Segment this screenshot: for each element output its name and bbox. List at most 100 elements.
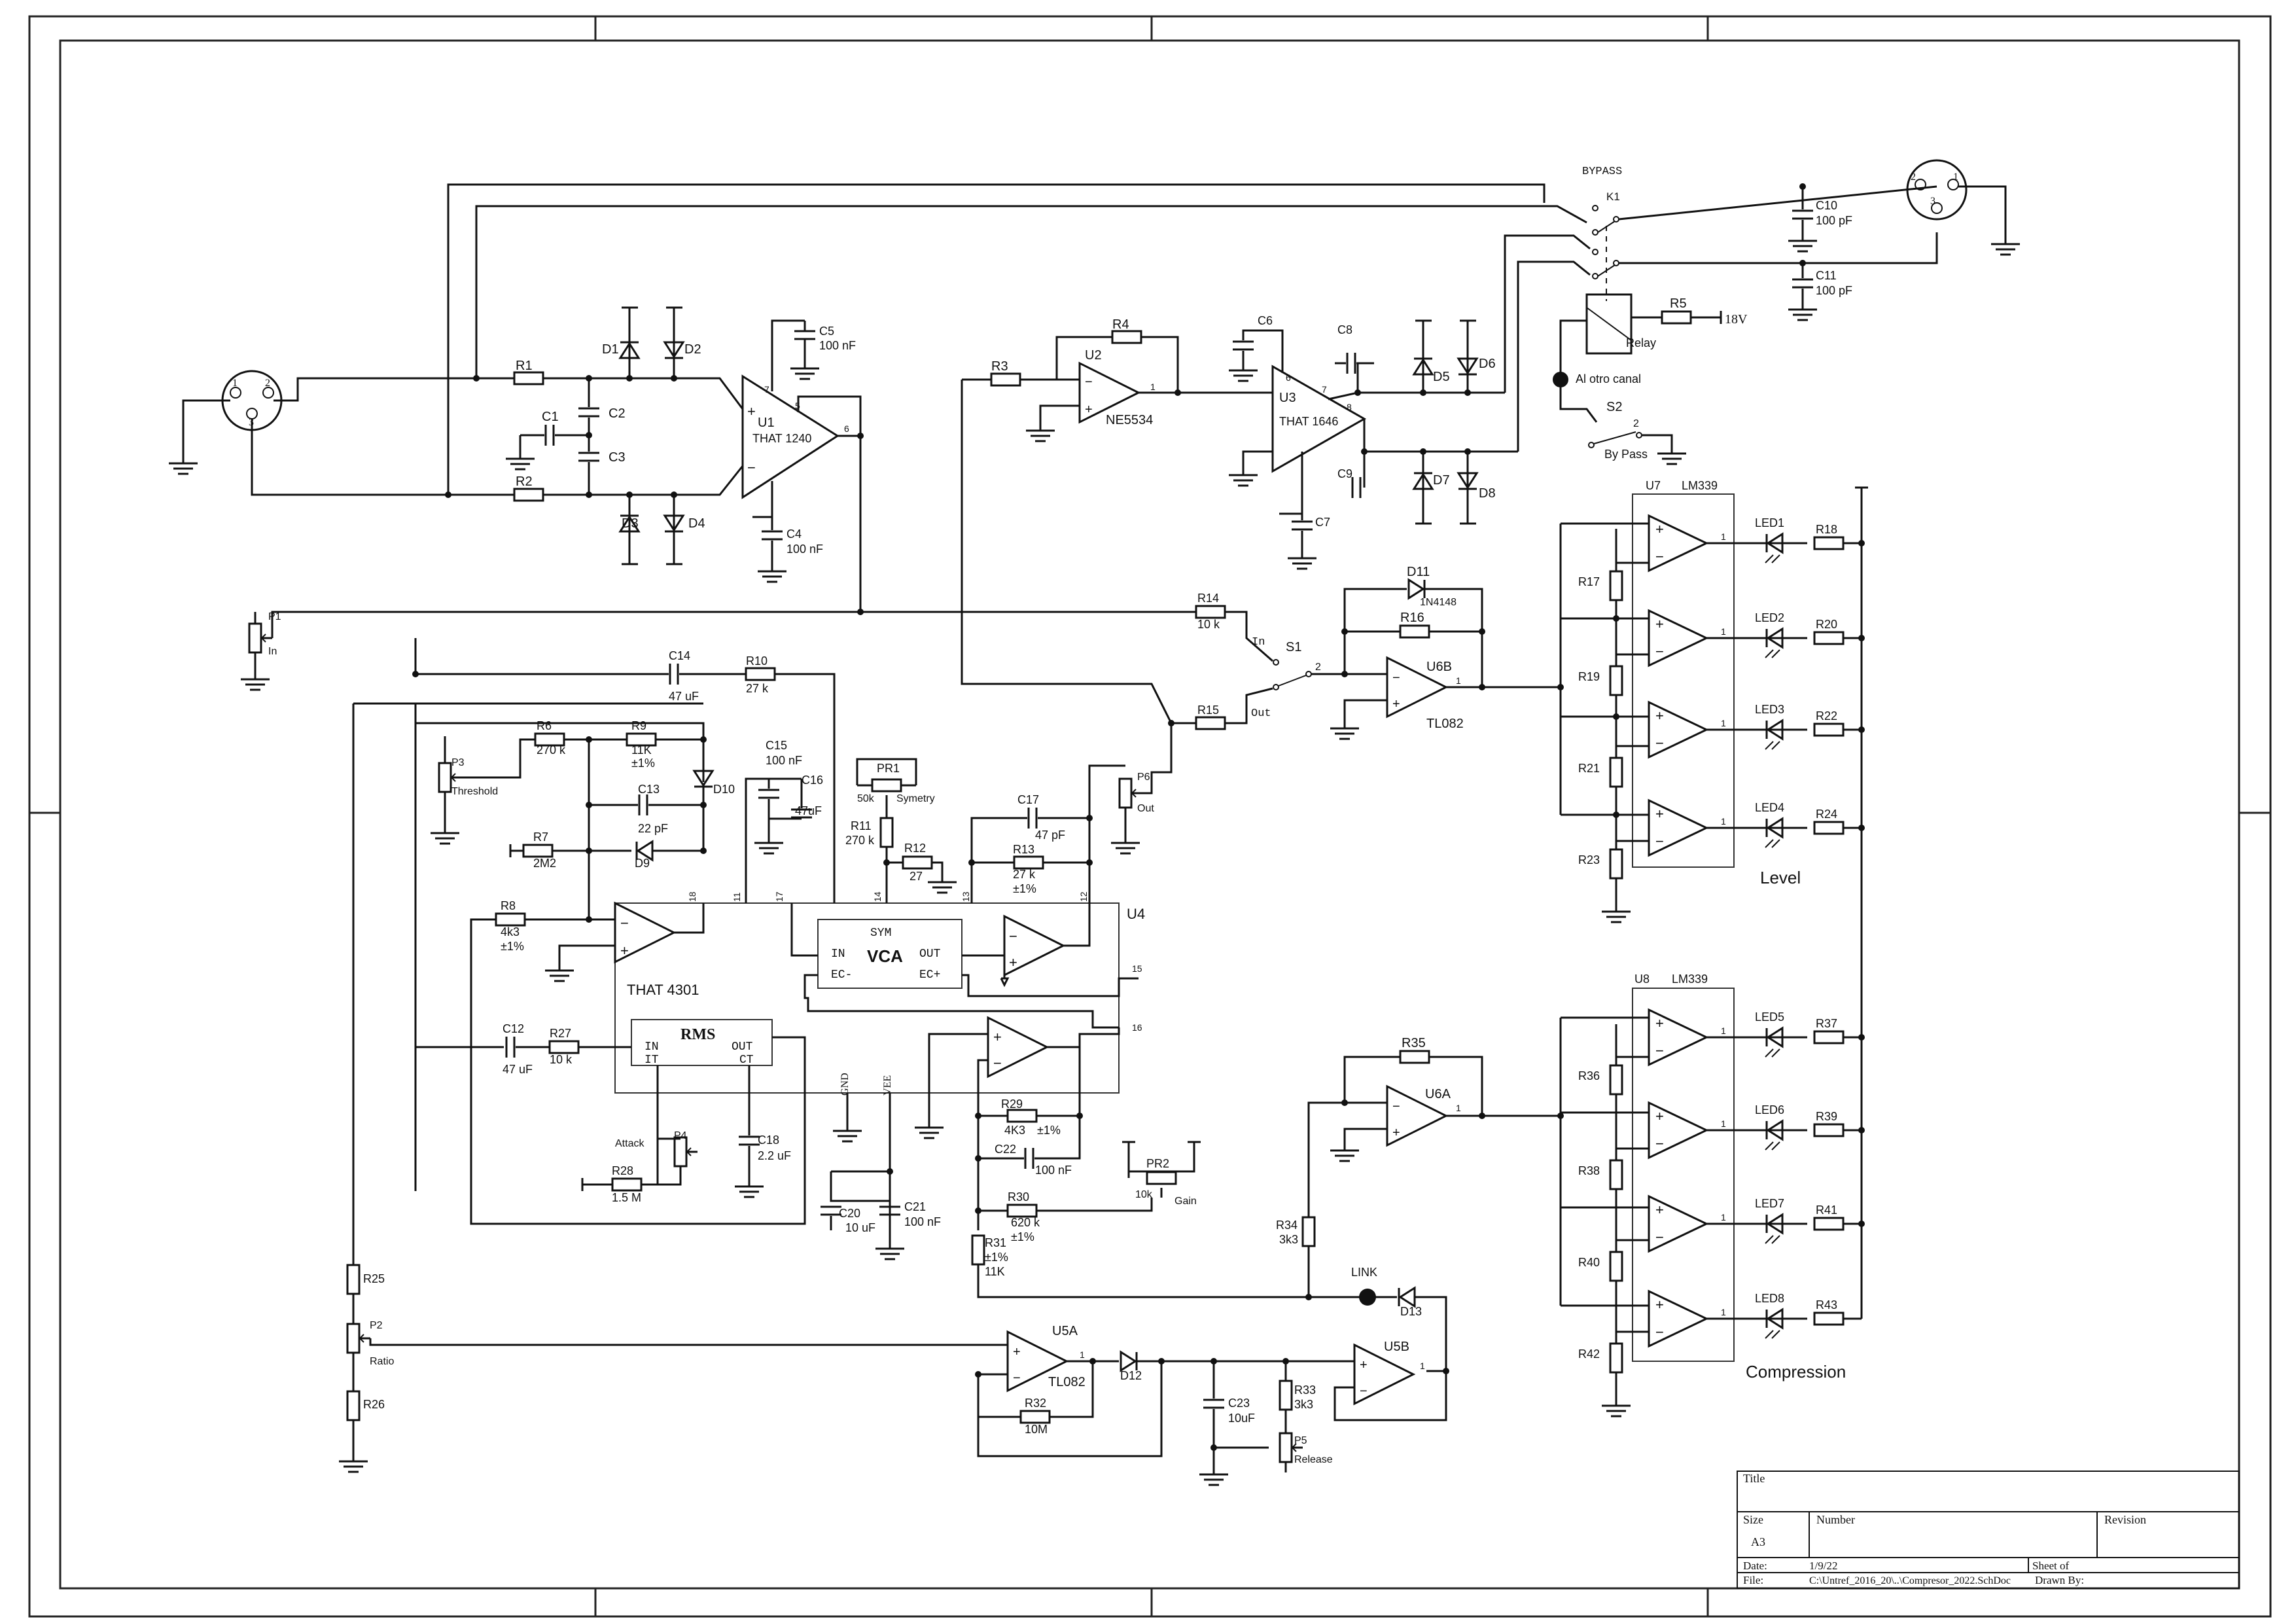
u4-pin15: 15 bbox=[1132, 963, 1142, 974]
r34-label: R34 bbox=[1276, 1219, 1298, 1232]
d8-label: D8 bbox=[1479, 486, 1496, 501]
led1-label: LED1 bbox=[1755, 516, 1784, 529]
c4-label: C4 bbox=[786, 527, 802, 541]
u4-pin14: 14 bbox=[872, 891, 883, 902]
rms-out: OUT bbox=[732, 1041, 753, 1054]
c8-label: C8 bbox=[1337, 323, 1352, 336]
vca-sym: SYM bbox=[870, 927, 891, 940]
d1-label: D1 bbox=[602, 342, 619, 357]
d2-label: D2 bbox=[684, 342, 701, 357]
s1-pin2: 2 bbox=[1315, 662, 1321, 673]
vca-label: VCA bbox=[867, 946, 903, 966]
that4301-label: THAT 4301 bbox=[627, 982, 699, 998]
al-otro-canal-label: Al otro canal bbox=[1576, 372, 1641, 385]
c20-value: 10 uF bbox=[845, 1221, 875, 1234]
c15-value: 100 nF bbox=[766, 754, 802, 767]
xlr-output-connector: 2 1 3 bbox=[1906, 159, 1968, 221]
r11-label: R11 bbox=[851, 819, 872, 832]
svg-text:+: + bbox=[1360, 1358, 1368, 1372]
p4-label: P4 bbox=[674, 1130, 687, 1141]
r23-label: R23 bbox=[1578, 853, 1600, 866]
c12-label: C12 bbox=[503, 1022, 524, 1035]
d13-label: D13 bbox=[1400, 1305, 1422, 1318]
u4-pin17: 17 bbox=[774, 891, 785, 902]
r2-label: R2 bbox=[516, 474, 533, 489]
r27-label: R27 bbox=[550, 1027, 571, 1040]
drawn-by-label: Drawn By: bbox=[2035, 1574, 2084, 1586]
file-label: File: bbox=[1743, 1574, 1763, 1586]
p6-out: Out bbox=[1137, 803, 1154, 814]
svg-text:−: − bbox=[1392, 1099, 1400, 1114]
s1-out-label: Out bbox=[1251, 707, 1271, 720]
r21-label: R21 bbox=[1578, 762, 1600, 775]
u4-pin18: 18 bbox=[687, 891, 698, 902]
r7-label: R7 bbox=[533, 830, 548, 844]
u8c-pin1: 1 bbox=[1721, 1212, 1726, 1222]
svg-text:+: + bbox=[1392, 697, 1400, 711]
r6-label: R6 bbox=[537, 719, 552, 732]
r31-tol: ±1% bbox=[985, 1251, 1008, 1264]
pr2-gain: Gain bbox=[1174, 1196, 1197, 1207]
u3-part: THAT 1646 bbox=[1279, 415, 1338, 428]
r9-label: R9 bbox=[631, 719, 646, 732]
c2-label: C2 bbox=[609, 406, 626, 421]
xlr-out-pin1: 1 bbox=[1953, 171, 1958, 183]
rms-label: RMS bbox=[680, 1026, 715, 1043]
u8-part: LM339 bbox=[1672, 972, 1708, 986]
s2-pin2: 2 bbox=[1633, 418, 1639, 429]
d5-label: D5 bbox=[1433, 370, 1450, 384]
u3-pin7: 7 bbox=[1322, 384, 1327, 395]
r29-value: 4K3 bbox=[1004, 1124, 1025, 1137]
c18-label: C18 bbox=[758, 1133, 779, 1147]
led-meters: U7 LM339 Level R17 R19 R21 R23 1 1 1 1 bbox=[1557, 479, 1868, 1418]
u6a-label: U6A bbox=[1425, 1087, 1451, 1101]
rms-it: IT bbox=[645, 1054, 659, 1067]
u7-label: U7 bbox=[1646, 479, 1661, 492]
vca-out: OUT bbox=[919, 948, 941, 961]
bypass-label: BYPASS bbox=[1582, 166, 1622, 178]
led3-label: LED3 bbox=[1755, 703, 1784, 716]
pr2-label: PR2 bbox=[1146, 1157, 1169, 1170]
r26-label: R26 bbox=[363, 1398, 385, 1411]
pr1-label: PR1 bbox=[877, 762, 900, 775]
p3-threshold: Threshold bbox=[451, 786, 498, 797]
xlr-in-pin1: 1 bbox=[232, 378, 238, 389]
u2-part: NE5534 bbox=[1106, 413, 1153, 427]
u3-pin6: 6 bbox=[1286, 372, 1291, 383]
u6b-label: U6B bbox=[1426, 660, 1452, 674]
r15-label: R15 bbox=[1197, 704, 1219, 717]
r1-label: R1 bbox=[516, 359, 533, 373]
threshold-network: R6 270 k R9 11K ±1% P3 Threshold C13 22 … bbox=[412, 609, 941, 1260]
r20-label: R20 bbox=[1816, 618, 1837, 631]
u7c-pin1: 1 bbox=[1721, 718, 1726, 728]
r9-value: 11K bbox=[631, 743, 652, 757]
pr2-value: 10k bbox=[1135, 1189, 1153, 1200]
r28-value: 1.5 M bbox=[612, 1191, 641, 1204]
r27-value: 10 k bbox=[550, 1053, 573, 1066]
sheet-label: Sheet of bbox=[2032, 1560, 2070, 1572]
r16-label: R16 bbox=[1400, 611, 1424, 625]
r24-label: R24 bbox=[1816, 808, 1837, 821]
r30-tol: ±1% bbox=[1011, 1230, 1034, 1243]
u4-vee: VEE bbox=[882, 1075, 893, 1096]
c21-label: C21 bbox=[904, 1200, 926, 1213]
led4-label: LED4 bbox=[1755, 801, 1784, 814]
r6-value: 270 k bbox=[537, 743, 566, 757]
c1-label: C1 bbox=[542, 410, 559, 424]
svg-text:+: + bbox=[620, 942, 629, 959]
r41-label: R41 bbox=[1816, 1204, 1837, 1217]
pr1-value: 50k bbox=[857, 793, 875, 804]
c5-value: 100 nF bbox=[819, 339, 856, 352]
c12-value: 47 uF bbox=[503, 1063, 533, 1076]
r14-value: 10 k bbox=[1197, 618, 1220, 631]
d11-label: D11 bbox=[1407, 565, 1430, 579]
r8-value: 4k3 bbox=[501, 925, 520, 938]
d10-label: D10 bbox=[713, 783, 735, 796]
r39-label: R39 bbox=[1816, 1110, 1837, 1123]
r8-tol: ±1% bbox=[501, 940, 524, 953]
r28-label: R28 bbox=[612, 1164, 633, 1177]
r29-tol: ±1% bbox=[1037, 1124, 1061, 1137]
revision-label: Revision bbox=[2104, 1513, 2146, 1526]
r34-value: 3k3 bbox=[1279, 1233, 1298, 1246]
c13-label: C13 bbox=[638, 783, 660, 796]
